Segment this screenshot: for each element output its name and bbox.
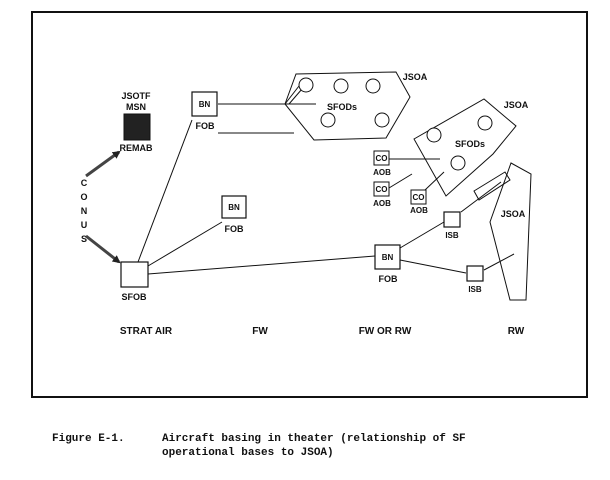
sfod-circle [333,78,349,94]
link-fob-isb1 [399,221,445,249]
column-rw: RW [508,326,525,337]
jsoa-label-2: JSOA [504,100,529,110]
co-label-1: CO [376,154,388,163]
jsoa-label-1: JSOA [403,72,428,82]
link-aob-b [424,171,445,191]
co-label-3: CO [413,193,425,202]
figure-number: Figure E-1. [52,433,125,445]
fob-node-top [191,91,218,117]
co-node-1 [373,150,390,166]
sfods-label-2: SFODs [455,139,485,149]
co-node-3 [410,189,427,205]
link-sfob-fob-right [147,255,376,275]
conus-letter: U [81,220,88,230]
diagram-frame [31,11,588,398]
sfob-label: SFOB [121,292,147,302]
arrow-to-sfob [85,234,121,264]
conus-letter: N [81,206,88,216]
column-strat-air: STRAT AIR [120,326,173,337]
conus-letter: C [81,178,88,188]
isb-label-1: ISB [445,231,459,240]
sfods-label-1: SFODs [327,102,357,112]
jsoa-area-1 [284,71,411,141]
sfod-circle [374,112,390,128]
link-fob-isb2 [399,259,467,274]
msn-label: MSN [126,102,146,112]
jsotf-node [123,113,151,141]
link-aob-a [388,173,413,189]
column-fw-or-rw: FW OR RW [359,326,412,337]
fob-mid-label: FOB [225,224,244,234]
arrow-to-jsotf [85,150,121,178]
jsoa-area-3 [489,162,532,301]
aob-label-3: AOB [410,206,428,215]
fob-node-mid [221,195,247,219]
link-sfob-fob-mid [147,221,223,267]
conus-letter: O [80,192,87,202]
jsoa-label-3: JSOA [501,209,526,219]
caption-line-2: operational bases to JSOA) [162,447,334,459]
jsotf-label: JSOTF [121,91,151,101]
isb-node-1 [443,211,461,228]
jsoa-3-inner-band [473,171,511,201]
sfod-circle [298,77,314,93]
sfod-circle [365,78,381,94]
sfob-node [120,261,149,288]
isb-label-2: ISB [468,285,482,294]
sfod-circle [450,155,466,171]
jsoa-area-2 [413,98,517,197]
fob-top-label: FOB [196,121,215,131]
link-isb1-jsoa3 [460,181,502,213]
jsoa-1-inner-line [284,85,300,105]
fob-right-label: FOB [379,274,398,284]
link-sfob-fob-top [137,119,193,263]
link-isb2-jsoa3 [483,253,515,271]
sfod-circle [426,127,442,143]
co-label-2: CO [376,185,388,194]
fob-mid-bn-label: BN [228,203,240,212]
isb-node-2 [466,265,484,282]
column-fw: FW [252,326,268,337]
figure-caption: Figure E-1. Aircraft basing in theater (r… [52,432,592,460]
fob-node-right [374,244,401,270]
remab-label: REMAB [120,143,153,153]
fob-right-bn-label: BN [382,253,394,262]
caption-line-1: Aircraft basing in theater (relationship… [162,433,466,445]
co-node-2 [373,181,390,197]
sfod-circle [477,115,493,131]
jsoa-1-inner-line [288,88,303,105]
aob-label-2: AOB [373,199,391,208]
conus-letter: S [81,234,87,244]
aob-label-1: AOB [373,168,391,177]
fob-top-bn-label: BN [199,100,211,109]
sfod-circle [320,112,336,128]
